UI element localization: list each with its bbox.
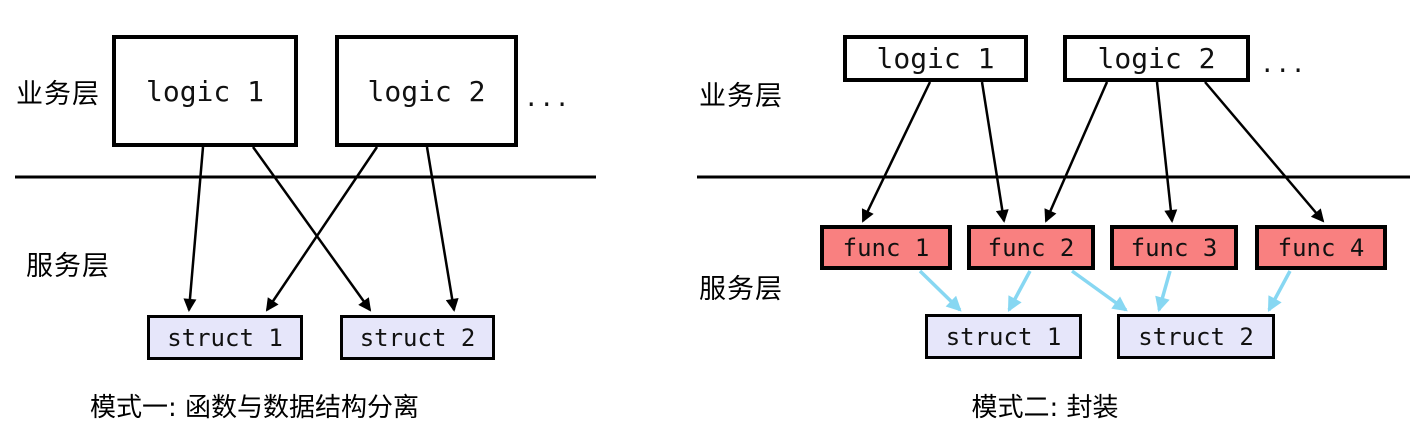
right-service-layer-label: 服务层: [699, 274, 783, 305]
arrow-right-logic2-func2: [1044, 81, 1109, 223]
arrow-right-func2-struct2: [1070, 269, 1128, 312]
arrow-left-logic2-struct1: [265, 146, 379, 312]
left-caption: 模式一: 函数与数据结构分离: [90, 393, 420, 423]
right-logic2-box: logic 2: [1063, 35, 1250, 82]
arrow-left-logic1-struct2: [251, 146, 372, 312]
right-func1-box: func 1: [820, 225, 952, 270]
arrow-right-logic2-func3: [1155, 81, 1178, 223]
arrow-right-func4-struct2: [1267, 270, 1292, 312]
arrow-right-func3-struct2: [1155, 270, 1172, 313]
arrow-right-logic1-func2: [980, 81, 1009, 223]
arrow-right-logic2-func4: [1204, 81, 1325, 223]
arrow-right-func1-struct1: [918, 269, 962, 312]
right-struct1-box: struct 1: [925, 314, 1082, 359]
right-caption: 模式二: 封装: [971, 393, 1119, 423]
left-ellipsis: ...: [524, 84, 571, 112]
right-business-layer-label: 业务层: [699, 81, 783, 112]
left-struct2-box: struct 2: [340, 315, 495, 360]
arrow-right-func2-struct1: [1007, 270, 1032, 312]
left-logic1-box: logic 1: [112, 35, 298, 147]
left-service-layer-label: 服务层: [26, 251, 110, 282]
left-business-layer-label: 业务层: [16, 79, 100, 110]
right-func4-box: func 4: [1255, 225, 1387, 270]
left-logic2-box: logic 2: [335, 35, 518, 147]
right-struct2-box: struct 2: [1117, 314, 1275, 359]
right-func3-box: func 3: [1110, 225, 1238, 270]
right-logic1-box: logic 1: [843, 35, 1028, 82]
arrow-right-logic1-func1: [861, 81, 932, 223]
right-func2-box: func 2: [967, 225, 1095, 270]
right-ellipsis: ...: [1260, 50, 1307, 78]
arrow-left-logic2-struct2: [425, 146, 459, 312]
arrow-left-logic1-struct1: [183, 146, 205, 312]
left-struct1-box: struct 1: [147, 315, 303, 360]
